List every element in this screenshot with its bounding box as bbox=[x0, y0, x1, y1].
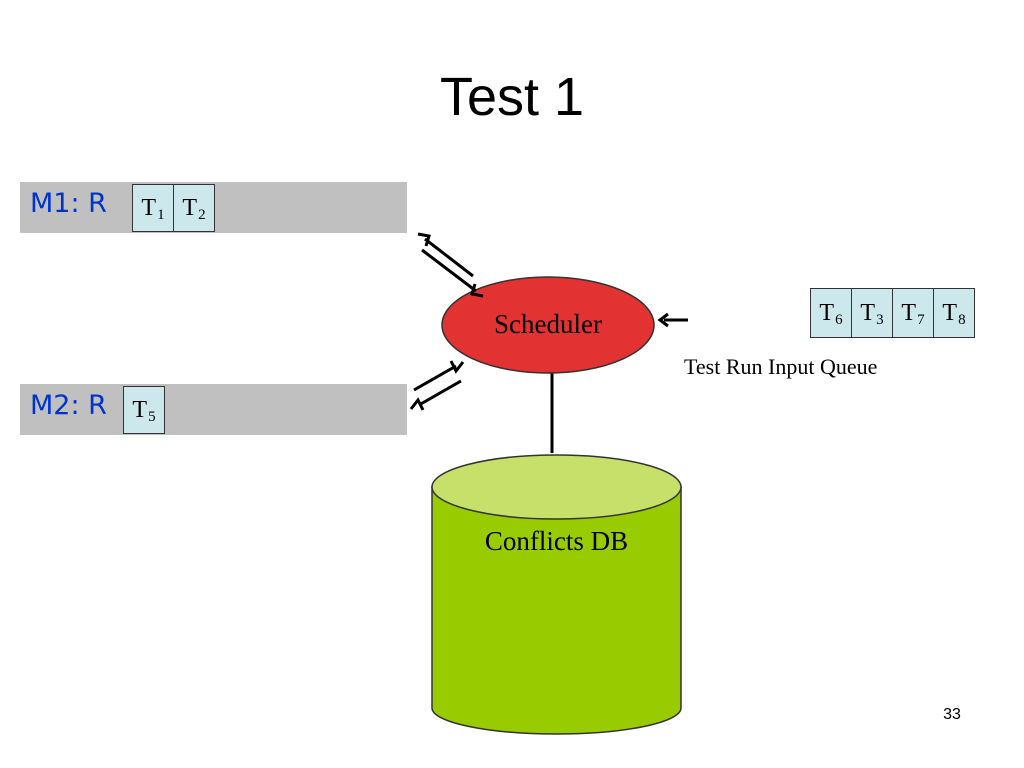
task-cell-sub: 2 bbox=[198, 206, 206, 223]
scheduler-label: Scheduler bbox=[494, 309, 602, 339]
queue-cell-sub: 6 bbox=[835, 311, 843, 328]
machine-m2-label: M2: R bbox=[30, 390, 107, 421]
task-cell-base: T bbox=[141, 194, 157, 221]
queue-cell-base: T bbox=[901, 299, 917, 326]
m1-scheduler-arrows bbox=[417, 232, 484, 298]
queue-cell-sub: 3 bbox=[876, 311, 884, 328]
conflicts-db-cylinder bbox=[431, 454, 682, 735]
queue-caption: Test Run Input Queue bbox=[684, 354, 878, 379]
slide-title: Test 1 bbox=[439, 67, 585, 127]
task-cell-base: T bbox=[132, 396, 148, 423]
queue-cell-sub: 7 bbox=[917, 311, 925, 328]
machine-m1-label: M1: R bbox=[30, 188, 107, 219]
task-cell-sub: 1 bbox=[157, 206, 165, 223]
machine-m2-bar: M2: R bbox=[20, 384, 407, 435]
queue-cell-base: T bbox=[819, 299, 835, 326]
scheduler-node bbox=[441, 276, 655, 374]
task-cell-base: T bbox=[182, 194, 198, 221]
task-cell-sub: 5 bbox=[148, 408, 156, 425]
queue-cell-base: T bbox=[942, 299, 958, 326]
conflicts-db-label: Conflicts DB bbox=[484, 526, 629, 556]
page-number: 33 bbox=[943, 706, 961, 723]
m2-scheduler-arrows bbox=[409, 360, 465, 411]
queue-cell-sub: 8 bbox=[958, 311, 966, 328]
queue-input-arrow bbox=[657, 312, 688, 328]
queue-cell-base: T bbox=[860, 299, 876, 326]
